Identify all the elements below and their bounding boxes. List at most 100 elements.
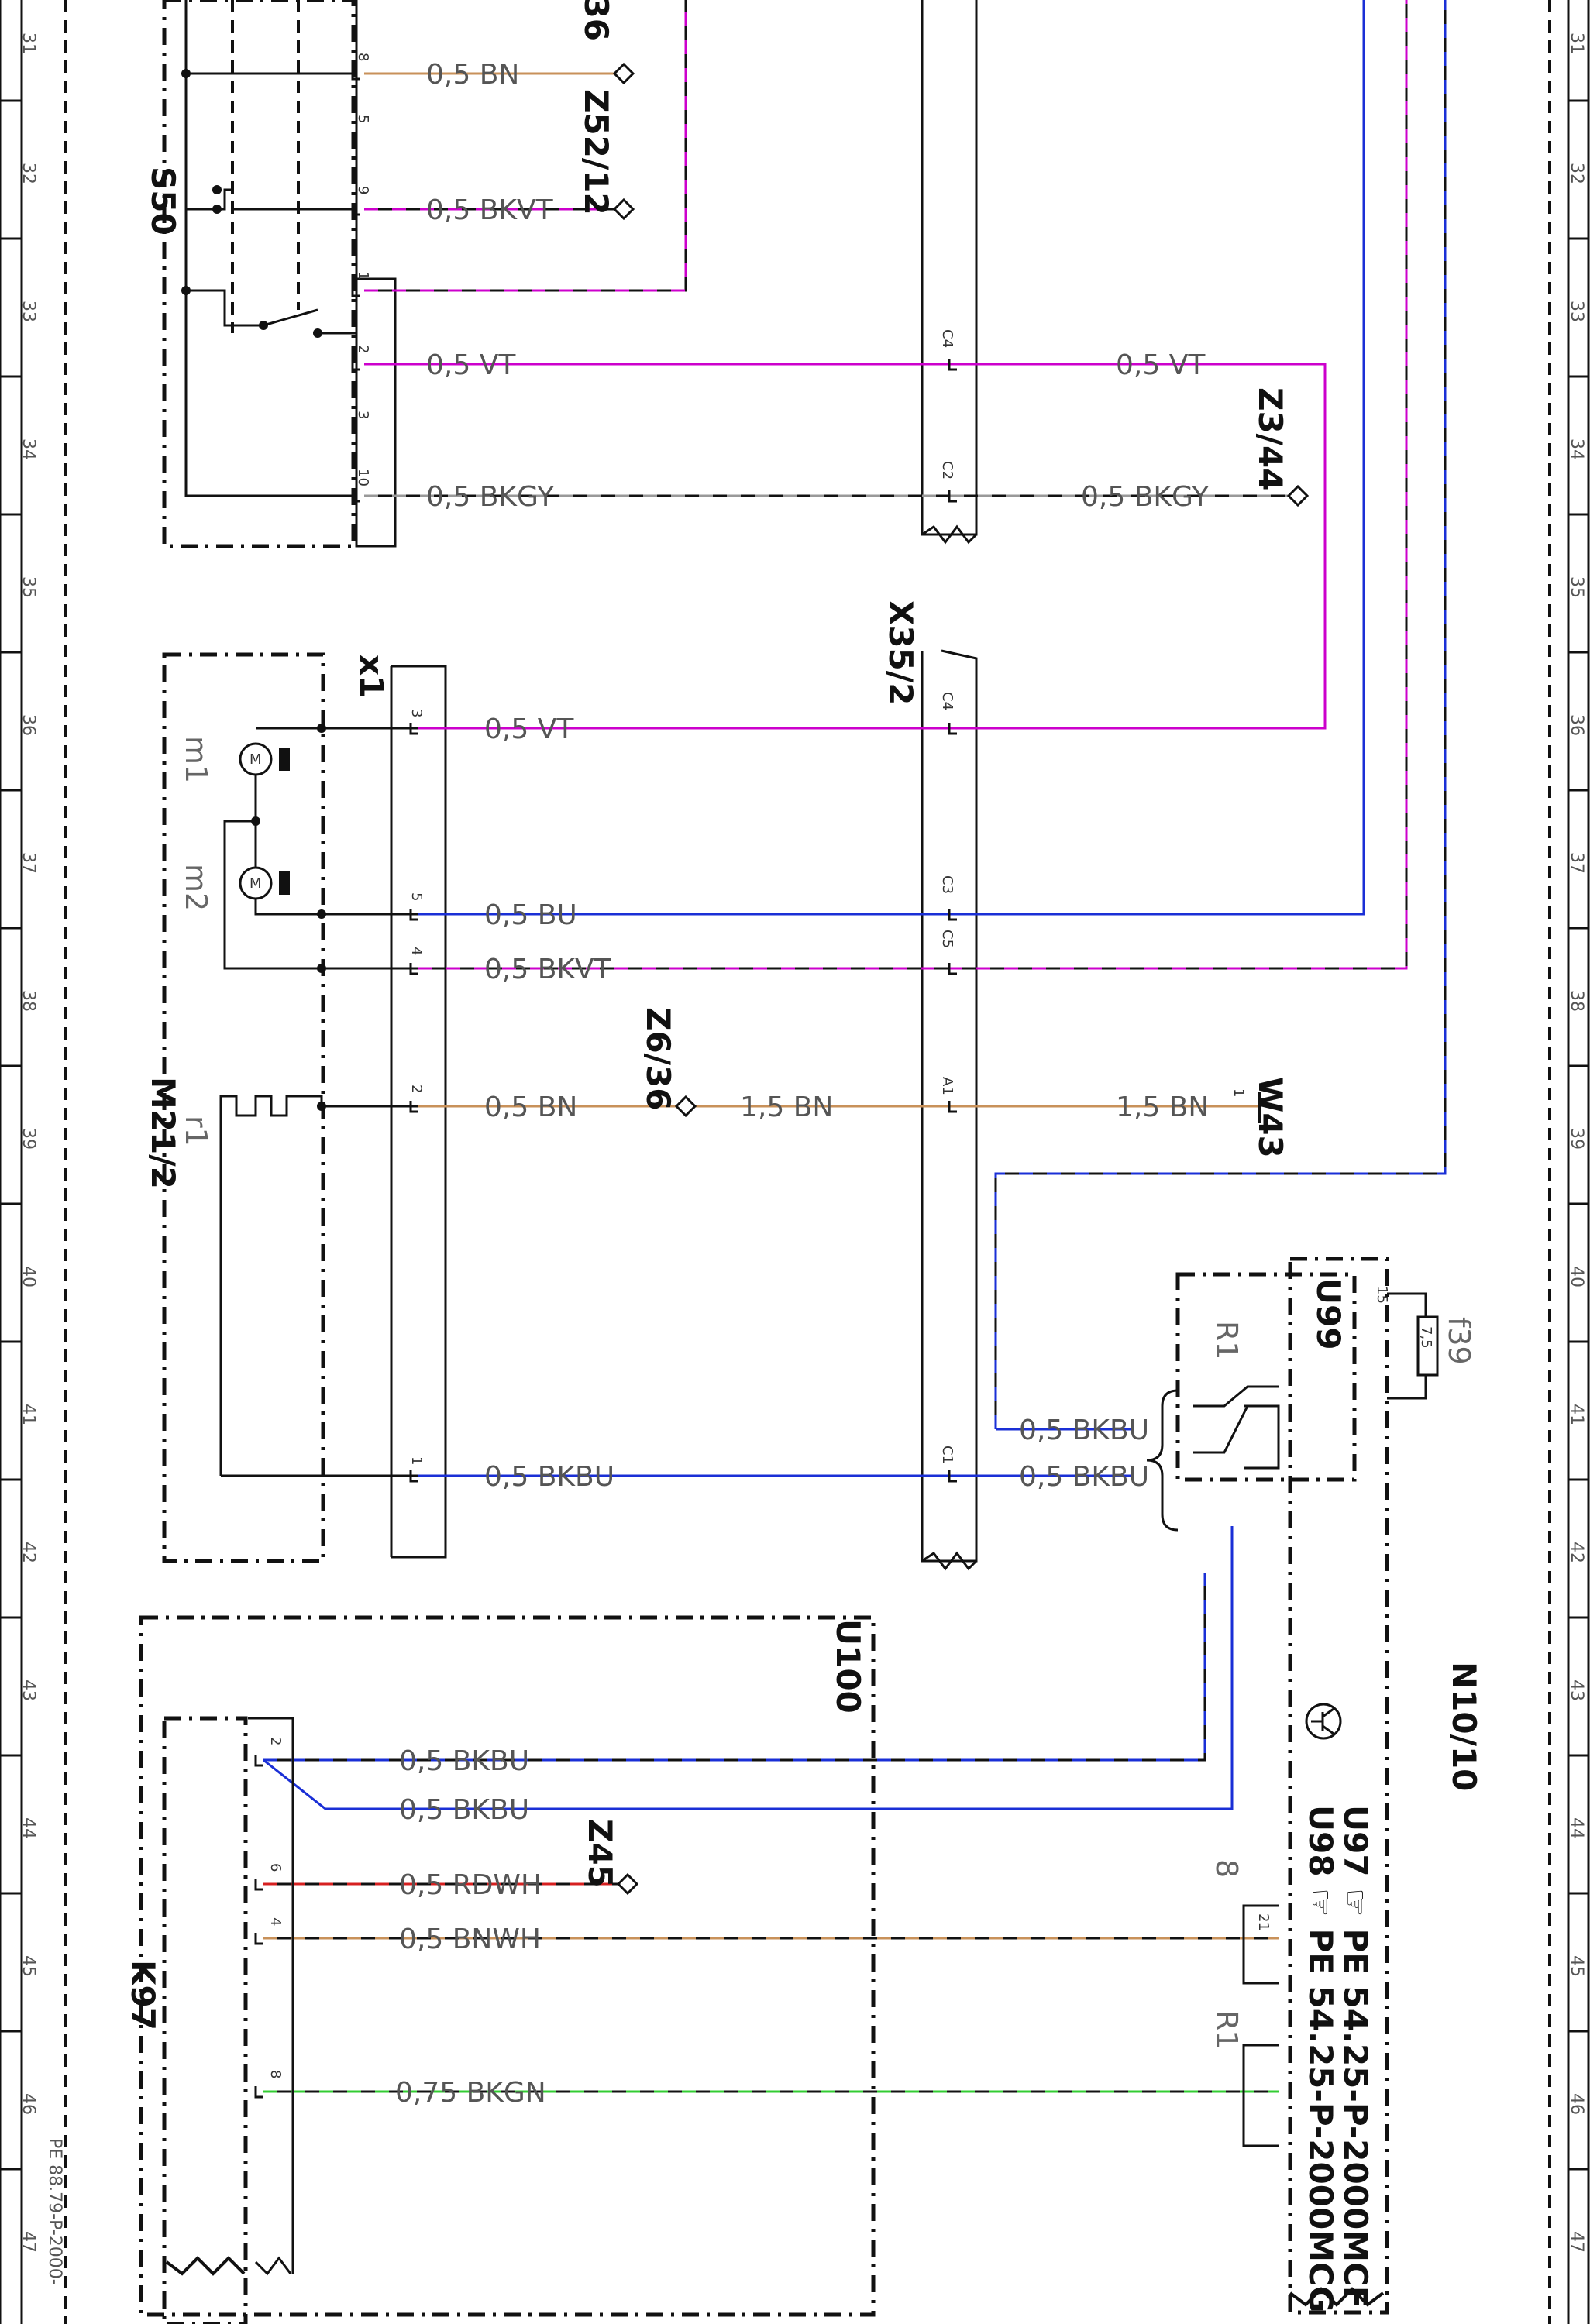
pin-k97-6: 6: [267, 1863, 284, 1872]
u99-label: U99: [1310, 1278, 1347, 1350]
pin-x35-c3: C3: [939, 875, 955, 894]
n10-10-label: N10/10: [1445, 1662, 1483, 1791]
pin-n10-15: 15: [1374, 1286, 1390, 1304]
ruler-right-42: 42: [1567, 1542, 1586, 1563]
wire-label-vt-s50: 0,5 VT: [426, 349, 516, 381]
ruler-left-41: 41: [19, 1404, 38, 1425]
terminal-diamond-icon: [616, 1872, 639, 1896]
wire-label-rdwh: 0,5 RDWH: [399, 1869, 542, 1901]
ruler-left-38: 38: [19, 990, 38, 1012]
pin-s50-2: 2: [355, 345, 371, 353]
ruler-left-31: 31: [19, 33, 38, 54]
wire-label-bkgy-left: 0,5 BKGY: [426, 481, 555, 513]
ruler-right-43: 43: [1567, 1679, 1586, 1701]
terminal-diamond-icon: [612, 198, 635, 221]
pin-n10-21: 21: [1255, 1913, 1272, 1931]
ruler-right-32: 32: [1567, 163, 1586, 184]
ruler-right-31: 31: [1567, 33, 1586, 54]
r1-label-u99: R1: [1210, 1321, 1244, 1360]
z3-44-label: Z3/44: [1251, 387, 1289, 490]
pin-k97-2: 2: [267, 1737, 284, 1745]
x35-2-label: X35/2: [882, 600, 920, 705]
ruler-left-36: 36: [19, 714, 38, 736]
pin-x35-a1: A1: [939, 1077, 955, 1095]
wire-label-bkbu-m21: 0,5 BKBU: [484, 1461, 614, 1493]
left-ruler: 31 32 33 34 35 36 37 38 39 40 41 42 43 4…: [0, 0, 67, 2324]
pin-x35-c5: C5: [939, 930, 955, 948]
z45-label: Z45: [581, 1819, 619, 1888]
pin-x1-5: 5: [408, 892, 425, 901]
ruler-left-35: 35: [19, 576, 38, 598]
m21-2-label: M21/2: [144, 1077, 182, 1189]
pin-s50-10: 10: [355, 469, 371, 486]
switch-s50: S50: [144, 0, 397, 548]
wire-label-bn-s50: 0,5 BN: [426, 59, 519, 91]
terminal-diamond-icon: [1286, 484, 1310, 507]
ruler-left-46: 46: [19, 2093, 38, 2115]
ruler-left-39: 39: [19, 1128, 38, 1150]
f39-label: f39: [1442, 1317, 1476, 1365]
z6-36-label: Z6/36: [639, 1007, 677, 1110]
u100-label: U100: [829, 1619, 867, 1714]
pin-x1-3: 3: [408, 709, 425, 717]
pin-k97-8: 8: [267, 2070, 284, 2078]
pin-w43-1: 1: [1230, 1088, 1247, 1097]
wire-label-bkbu-k97-a: 0,5 BKBU: [399, 1745, 529, 1777]
ruler-left-33: 33: [19, 301, 38, 322]
fuse-value: 7,5: [1418, 1326, 1434, 1349]
ruler-right-38: 38: [1567, 990, 1586, 1012]
ruler-right-34: 34: [1567, 438, 1586, 460]
right-ruler: 31 32 33 34 35 36 37 38 39 40 41 42 43 4…: [1548, 0, 1590, 2324]
wire-label-vt-m21: 0,5 VT: [484, 713, 574, 745]
wire-label-bkgy-right: 0,5 BKGY: [1081, 481, 1210, 513]
pin-n10-8: 8: [1210, 1859, 1244, 1878]
ruler-right-37: 37: [1567, 852, 1586, 874]
ruler-left-37: 37: [19, 852, 38, 874]
wire-label-bn-m21: 0,5 BN: [484, 1092, 577, 1123]
module-u100: U100 K97: [124, 1615, 876, 2324]
ruler-right-33: 33: [1567, 301, 1586, 322]
ruler-right-36: 36: [1567, 714, 1586, 736]
ruler-right-40: 40: [1567, 1266, 1586, 1287]
wire-label-bkgn: 0,75 BKGN: [395, 2077, 546, 2109]
ruler-right-46: 46: [1567, 2093, 1586, 2115]
k97-label: K97: [124, 1960, 162, 2030]
x1-label: x1: [353, 655, 391, 698]
pin-s50-5: 5: [355, 115, 371, 123]
w43-label: W43: [1251, 1077, 1289, 1158]
u98-ref: U98 ☞ PE 54.25-P-2000MCG: [1302, 1805, 1340, 2312]
pin-x35-c2: C2: [939, 461, 955, 480]
ruler-left-45: 45: [19, 1955, 38, 1977]
m1-motor-icon: M: [250, 751, 262, 768]
motor-m21-2: x1 M m1 M m2 r1 M21/2: [144, 652, 447, 1563]
wire-label-bkvt-s50: 0,5 BKVT: [426, 194, 554, 226]
pin-x1-1: 1: [408, 1456, 425, 1465]
pin-s50-3: 3: [355, 411, 371, 419]
wire-label-bn15-right: 1,5 BN: [1116, 1092, 1209, 1123]
pin-s50-1: 1: [355, 271, 371, 280]
r1-label: r1: [179, 1116, 213, 1147]
wire-label-bkbu-u99: 0,5 BKBU: [1019, 1415, 1149, 1446]
ruler-right-47: 47: [1567, 2231, 1586, 2253]
connector-brace: [1146, 1389, 1179, 1532]
pin-s50-8: 8: [355, 53, 371, 61]
ruler-right-45: 45: [1567, 1955, 1586, 1977]
wire-label-bn15-left: 1,5 BN: [740, 1092, 833, 1123]
terminal-diamond-icon: [612, 62, 635, 85]
wire-label-bu: 0,5 BU: [484, 899, 577, 931]
pin-x35-c4b: C4: [939, 692, 955, 710]
wire-label-bkvt-m21: 0,5 BKVT: [484, 954, 612, 985]
r1-label-n10: R1: [1210, 2010, 1244, 2050]
m2-motor-icon: M: [250, 875, 262, 892]
wire-label-bkbu-k97-b: 0,5 BKBU: [399, 1794, 529, 1826]
footer-ref: PE 88.79-P-2000-: [45, 2138, 64, 2285]
z6-36-top-label: 6/36: [577, 0, 615, 41]
wire-label-vt-right: 0,5 VT: [1116, 349, 1206, 381]
z52-12-label: Z52/12: [577, 89, 615, 215]
m1-label: m1: [179, 736, 213, 783]
ruler-right-35: 35: [1567, 576, 1586, 598]
transistor-icon: [1305, 1703, 1342, 1740]
ground-terminals: [612, 62, 1310, 1896]
pin-s50-9: 9: [355, 186, 371, 194]
